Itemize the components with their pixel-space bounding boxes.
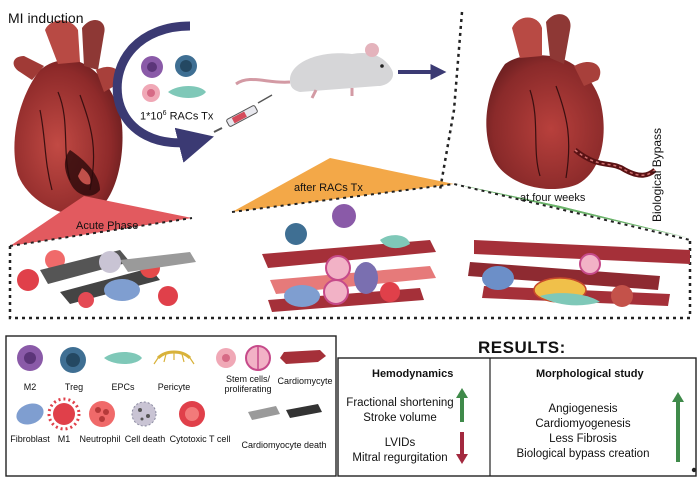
morphology-title: Morphological study: [536, 368, 644, 380]
acute-phase-cells: [17, 250, 196, 308]
legend-label-stem-cells-text: Stem cells/ proliferating: [224, 374, 272, 394]
four-weeks-label: at four weeks: [520, 192, 586, 204]
four-weeks-cells: [468, 240, 690, 307]
neutrophil-icon: [89, 401, 115, 427]
hemodynamics-up-arrow: [456, 388, 468, 422]
cardiomyocyte-death-icon: [248, 404, 322, 420]
cell-death-icon: [131, 401, 157, 427]
legend-label-cardiomyocyte-death: Cardiomyocyte death: [241, 440, 327, 450]
after-racs-cells: [262, 204, 436, 312]
legend-label-m1: M1: [57, 434, 71, 444]
legend-label-stem-cells: Stem cells/ proliferating: [218, 374, 278, 394]
hemodynamics-down-arrow: [456, 432, 468, 464]
morphology-up-arrow: [672, 392, 684, 462]
legend-label-cardiomycyte: Cardiomycyte: [277, 376, 333, 386]
morphology-line-1: Angiogenesis: [548, 403, 618, 415]
rat-illustration: [235, 43, 394, 99]
legend-label-fibroblast: Fibroblast: [10, 434, 50, 444]
m2-macrophage-icon: [17, 345, 43, 371]
legend-label-treg: Treg: [64, 382, 84, 392]
epc-icon: [104, 352, 142, 364]
pericyte-icon: [153, 350, 195, 365]
legend-label-cytotoxic: Cytotoxic T cell: [169, 434, 231, 444]
syringe-icon: [213, 94, 273, 133]
after-racs-banner: [232, 158, 454, 212]
dose-label-suffix: RACs Tx: [166, 110, 214, 123]
after-racs-label: after RACs Tx: [294, 182, 363, 194]
hemodynamics-up-2: Stroke volume: [363, 412, 437, 424]
acute-phase-banner: [10, 196, 192, 246]
dashed-frame: [8, 240, 692, 320]
hemodynamics-up-1: Fractional shortening: [346, 397, 454, 409]
morphology-line-4: Biological bypass creation: [516, 448, 650, 460]
morphology-line-3: Less Fibrosis: [549, 433, 617, 445]
legend-label-m2: M2: [23, 382, 37, 392]
m1-macrophage-icon: [47, 397, 81, 431]
results-title: RESULTS:: [478, 338, 566, 357]
stem-cell-icon: [216, 345, 271, 371]
treg-icon: [60, 347, 86, 373]
legend-label-epcs: EPCs: [111, 382, 135, 392]
mi-induction-label: MI induction: [8, 10, 84, 26]
legend-label-cell-death: Cell death: [124, 434, 166, 444]
legend-label-pericyte: Pericyte: [157, 382, 191, 392]
dose-label: 1*106 RACs Tx: [140, 110, 213, 123]
acute-phase-label: Acute Phase: [76, 220, 139, 232]
cardiomyocyte-icon: [280, 350, 326, 364]
dose-label-main: 1*10: [140, 110, 163, 123]
bypass-heart-illustration: [486, 14, 657, 190]
hemodynamics-down-1: LVIDs: [384, 437, 416, 449]
bypass-label: Biological Bypass: [650, 127, 664, 222]
hemodynamics-title: Hemodynamics: [372, 368, 454, 380]
fibroblast-icon: [16, 403, 44, 425]
results-box: [337, 357, 697, 477]
dashed-divider: [438, 11, 464, 191]
morphology-line-2: Cardiomyogenesis: [535, 418, 631, 430]
infarcted-heart-illustration: [13, 20, 123, 215]
cytotoxic-t-cell-icon: [179, 401, 205, 427]
legend-label-neutrophil: Neutrophil: [79, 434, 121, 444]
dose-label-exponent: 6: [162, 110, 167, 117]
hemodynamics-down-2: Mitral regurgitation: [352, 452, 448, 464]
rac-cells-group: [141, 55, 206, 102]
transplant-arrow: [112, 21, 214, 163]
